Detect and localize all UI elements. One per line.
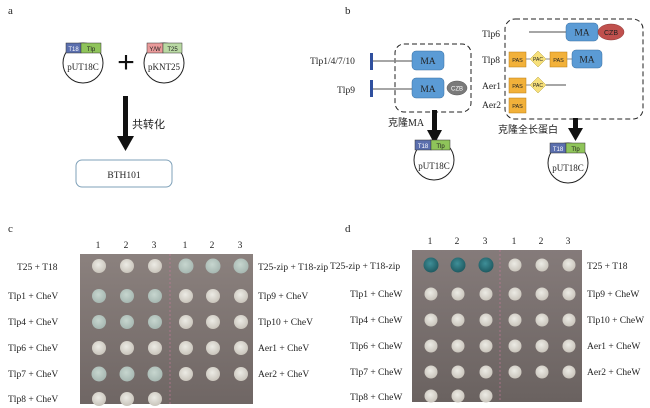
- svg-text:3: 3: [152, 241, 157, 251]
- panel-c-column-headers: 1 2 3 1 2 3: [96, 241, 243, 251]
- svg-text:Tlp: Tlp: [571, 147, 580, 153]
- panel-b-letter: b: [345, 5, 351, 17]
- svg-text:1: 1: [512, 237, 517, 247]
- ma-domain: MA: [420, 57, 435, 67]
- svg-text:PAC: PAC: [533, 57, 543, 63]
- tlp8-row: Tlp8 PAS PAC PAS MA: [482, 49, 603, 69]
- svg-text:CZB: CZB: [604, 30, 618, 37]
- svg-text:1: 1: [96, 241, 101, 251]
- ma-domain: MA: [420, 85, 435, 95]
- svg-text:Tlp9 + CheV: Tlp9 + CheV: [258, 292, 308, 302]
- plasmid-put18c-b2: T18 Tlp pUT18C: [547, 142, 589, 184]
- svg-text:2: 2: [210, 241, 215, 251]
- svg-text:Tlp4 + CheW: Tlp4 + CheW: [350, 316, 402, 326]
- svg-text:Tlp: Tlp: [436, 144, 445, 150]
- tag-tlp: Tlp: [87, 47, 96, 53]
- plate-c-colonies: [91, 258, 249, 406]
- svg-text:PAS: PAS: [553, 58, 564, 64]
- svg-text:T25 + T18: T25 + T18: [17, 263, 58, 273]
- plasmid-put18c-a: T18 Tlp pUT18C: [62, 42, 104, 84]
- svg-text:T18: T18: [553, 147, 564, 153]
- svg-text:PAS: PAS: [512, 104, 523, 110]
- svg-text:Tlp1 + CheV: Tlp1 + CheV: [8, 292, 58, 302]
- czb-domain: CZB: [451, 87, 463, 93]
- svg-text:3: 3: [238, 241, 243, 251]
- cotransform-label: 共转化: [132, 117, 165, 131]
- aer1-row: Aer1 PAS PAC: [482, 76, 566, 94]
- svg-text:PAS: PAS: [512, 58, 523, 64]
- svg-text:MA: MA: [574, 29, 589, 39]
- svg-text:Tlp4 + CheV: Tlp4 + CheV: [8, 318, 58, 328]
- svg-text:1: 1: [428, 237, 433, 247]
- clone-full-label: 克隆全长蛋白: [498, 123, 558, 136]
- svg-text:PAS: PAS: [512, 84, 523, 90]
- plasmid-name: pUT18C: [67, 62, 99, 72]
- plasmid-put18c-b1: T18 Tlp pUT18C: [413, 139, 455, 181]
- svg-text:Aer1 + CheV: Aer1 + CheV: [258, 344, 309, 354]
- svg-text:1: 1: [183, 241, 188, 251]
- svg-text:MA: MA: [579, 56, 594, 66]
- svg-text:3: 3: [483, 237, 488, 247]
- plus-sign: +: [117, 46, 135, 79]
- plate-c: [80, 254, 253, 404]
- down-arrow-a: [117, 96, 134, 151]
- tag-t18: T18: [68, 47, 79, 53]
- svg-text:2: 2: [539, 237, 544, 247]
- tlp6-row: Tlp6 MA CZB: [482, 22, 625, 42]
- svg-text:Tlp9 + CheW: Tlp9 + CheW: [587, 290, 639, 300]
- aer2-row: Aer2 PAS: [482, 97, 527, 114]
- plasmid-pknt25: Y/W T25 pKNT25: [143, 42, 185, 84]
- clone-ma-label: 克隆MA: [388, 116, 425, 129]
- svg-text:Tlp6 + CheV: Tlp6 + CheV: [8, 344, 58, 354]
- svg-text:T18: T18: [418, 144, 429, 150]
- plate-d: [412, 250, 582, 402]
- ma-dashed-box: [394, 43, 472, 113]
- panel-c-letter: c: [8, 223, 13, 235]
- panel-d-left-labels: T25-zip + T18-zip Tlp1 + CheW Tlp4 + Che…: [330, 262, 402, 403]
- svg-text:Aer2: Aer2: [482, 101, 501, 111]
- plasmid-name: pKNT25: [148, 62, 180, 72]
- tlp9-row: Tlp9 MA CZB: [337, 77, 468, 99]
- svg-text:BTH101: BTH101: [107, 171, 141, 181]
- panel-d-letter: d: [345, 223, 351, 235]
- svg-text:Aer1: Aer1: [482, 82, 501, 92]
- svg-text:pUT18C: pUT18C: [552, 163, 584, 173]
- svg-text:Tlp1 + CheW: Tlp1 + CheW: [350, 290, 402, 300]
- tag-t25: T25: [167, 47, 178, 53]
- svg-text:Tlp8 + CheW: Tlp8 + CheW: [350, 393, 402, 403]
- bth101-box: BTH101: [75, 159, 173, 188]
- svg-text:T25 + T18: T25 + T18: [587, 262, 628, 272]
- panel-d-column-headers: 1 2 3 1 2 3: [428, 237, 571, 247]
- svg-text:Tlp10 + CheW: Tlp10 + CheW: [587, 316, 644, 326]
- svg-text:Tlp6: Tlp6: [482, 30, 500, 40]
- svg-text:2: 2: [455, 237, 460, 247]
- tlp147-row: Tlp1/4/7/10 MA: [310, 50, 445, 71]
- svg-text:Tlp1/4/7/10: Tlp1/4/7/10: [310, 57, 355, 67]
- svg-text:3: 3: [566, 237, 571, 247]
- svg-text:Tlp10 + CheV: Tlp10 + CheV: [258, 318, 313, 328]
- svg-text:Aer1 + CheW: Aer1 + CheW: [587, 342, 640, 352]
- svg-text:Tlp7 + CheW: Tlp7 + CheW: [350, 368, 402, 378]
- svg-text:PAC: PAC: [533, 83, 543, 89]
- svg-text:Aer2 + CheW: Aer2 + CheW: [587, 368, 640, 378]
- svg-text:Tlp7 + CheV: Tlp7 + CheV: [8, 370, 58, 380]
- svg-text:Aer2 + CheV: Aer2 + CheV: [258, 370, 309, 380]
- panel-c-right-labels: T25-zip + T18-zip Tlp9 + CheV Tlp10 + Ch…: [258, 263, 328, 380]
- svg-text:Tlp8: Tlp8: [482, 56, 500, 66]
- svg-text:Tlp9: Tlp9: [337, 86, 355, 96]
- plate-d-colonies: [423, 257, 576, 403]
- svg-text:T25-zip + T18-zip: T25-zip + T18-zip: [330, 262, 400, 272]
- panel-c-left-labels: T25 + T18 Tlp1 + CheV Tlp4 + CheV Tlp6 +…: [8, 263, 58, 405]
- down-arrow-ma: [427, 110, 442, 144]
- tag-yw: Y/W: [149, 47, 161, 53]
- svg-text:pUT18C: pUT18C: [418, 161, 450, 171]
- svg-text:Tlp8 + CheV: Tlp8 + CheV: [8, 395, 58, 405]
- down-arrow-full: [568, 118, 583, 141]
- svg-text:T25-zip + T18-zip: T25-zip + T18-zip: [258, 263, 328, 273]
- panel-a-letter: a: [8, 5, 13, 17]
- svg-text:2: 2: [124, 241, 129, 251]
- svg-text:Tlp6 + CheW: Tlp6 + CheW: [350, 342, 402, 352]
- panel-d-right-labels: T25 + T18 Tlp9 + CheW Tlp10 + CheW Aer1 …: [587, 262, 644, 378]
